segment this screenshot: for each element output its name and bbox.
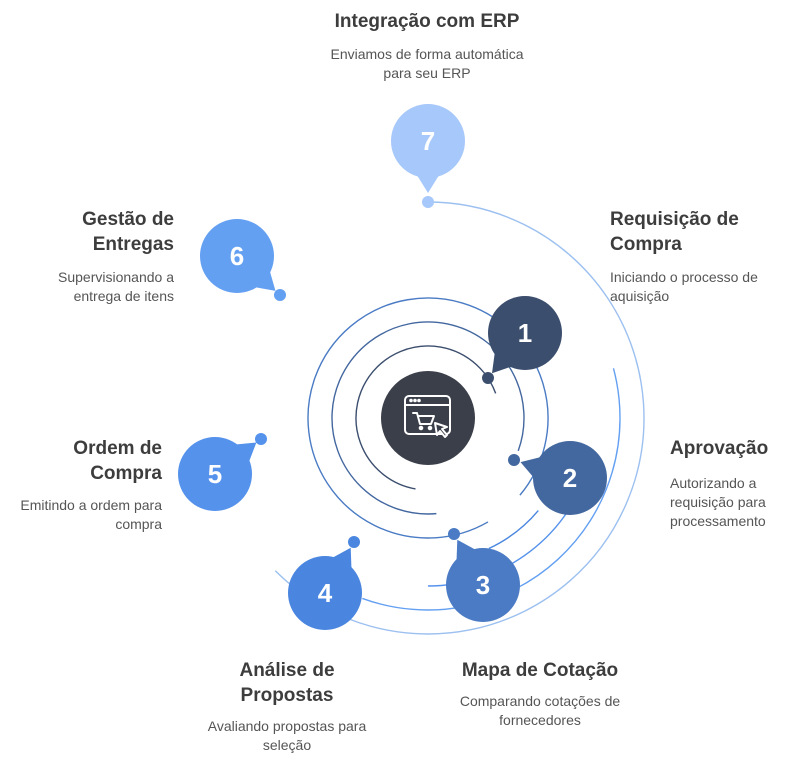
arc-ring-2 <box>331 321 525 515</box>
step-7-number: 7 <box>421 126 435 156</box>
step-2-title: Aprovação <box>670 438 769 459</box>
step-3-anchor-dot <box>448 528 460 540</box>
center-hub <box>381 371 475 465</box>
step-1-number: 1 <box>518 318 532 348</box>
step-6-anchor-dot <box>274 289 286 301</box>
step-1-anchor-dot <box>482 372 494 384</box>
step-5-number: 5 <box>208 459 222 489</box>
arc-ring-6 <box>362 368 621 611</box>
step-6-bubble: 6 <box>200 219 276 293</box>
step-2-number: 2 <box>563 463 577 493</box>
step-1-bubble-circle <box>488 296 562 370</box>
step-4-number: 4 <box>318 578 333 608</box>
step-7-bubble-circle <box>391 104 465 178</box>
step-7-anchor-dot <box>422 196 434 208</box>
cart-browser-icon <box>404 395 451 438</box>
step-2-bubble-circle <box>533 441 607 515</box>
step-2-bubble: 2 <box>520 441 607 515</box>
step-4-bubble: 4 <box>288 547 362 630</box>
step-5-bubble-circle <box>178 437 252 511</box>
step-5-anchor-dot <box>255 433 267 445</box>
step-3-bubble-circle <box>446 548 520 622</box>
center-circle <box>381 371 475 465</box>
step-bubbles: 1 2 3 4 5 6 7 <box>178 104 607 630</box>
step-3-number: 3 <box>476 570 490 600</box>
arc-ring-4 <box>488 510 539 550</box>
step-4-anchor-dot <box>348 536 360 548</box>
step-3-bubble: 3 <box>446 539 520 622</box>
step-anchor-dots <box>255 196 520 548</box>
arc-ring-7 <box>274 201 645 635</box>
step-6-bubble-circle <box>200 219 274 293</box>
arc-ring-3 <box>307 297 549 539</box>
step-1-bubble: 1 <box>488 296 562 374</box>
step-7-title: Integração com ERP <box>334 11 520 32</box>
step-2-anchor-dot <box>508 454 520 466</box>
step-3-title: Mapa de Cotação <box>461 660 619 681</box>
step-4-bubble-circle <box>288 556 362 630</box>
step-5-bubble: 5 <box>178 437 257 511</box>
step-6-number: 6 <box>230 241 244 271</box>
arc-ring-1 <box>355 345 497 490</box>
step-7-bubble: 7 <box>391 104 465 193</box>
